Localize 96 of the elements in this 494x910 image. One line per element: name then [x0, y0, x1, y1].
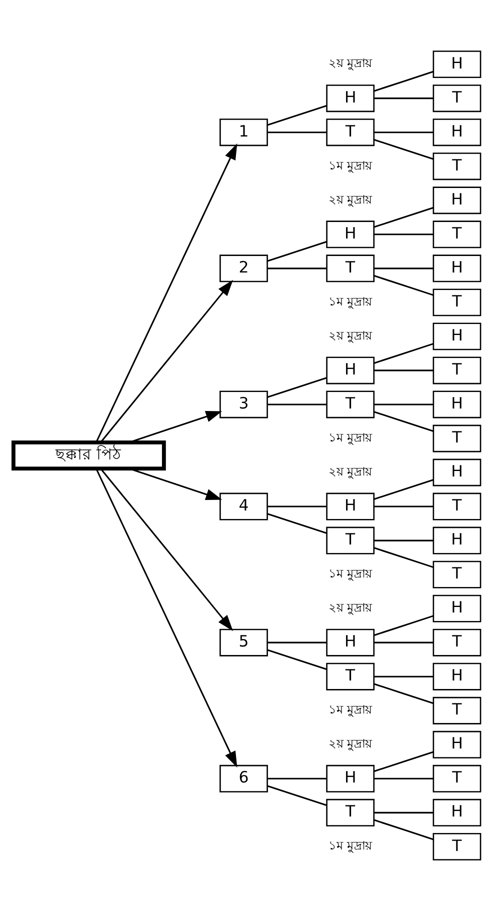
- connector: [374, 131, 434, 133]
- node-box: T: [432, 424, 482, 452]
- connector: [267, 376, 327, 398]
- connector: [374, 410, 434, 432]
- label: ১ম মুদ্রায়: [328, 430, 372, 444]
- label: ১ম মুদ্রায়: [328, 294, 372, 308]
- node-box: H: [432, 322, 482, 350]
- connector: [374, 369, 434, 371]
- node-box: T: [326, 798, 375, 826]
- node-box: T: [326, 390, 375, 418]
- node-box: T: [432, 696, 482, 724]
- connector: [374, 274, 434, 296]
- label: ১ম মুদ্রায়: [328, 702, 372, 716]
- node-box: H: [326, 220, 375, 248]
- node-box: T: [432, 492, 482, 520]
- node-box: H: [432, 526, 482, 554]
- connector: [267, 240, 327, 262]
- node-box: H: [432, 594, 482, 622]
- node-box: T: [326, 662, 375, 690]
- arrow: [100, 468, 234, 631]
- node-box: T: [432, 288, 482, 316]
- node-box: H: [432, 662, 482, 690]
- node-box: H: [432, 730, 482, 758]
- node-box: T: [432, 628, 482, 656]
- node-box: H: [432, 390, 482, 418]
- connector: [374, 478, 434, 500]
- connector: [374, 233, 434, 235]
- node-box: H: [432, 186, 482, 214]
- node-box: 4: [220, 492, 268, 520]
- node-box: T: [432, 152, 482, 180]
- connector: [374, 546, 434, 568]
- connector: [374, 818, 434, 840]
- node-box: 1: [220, 118, 268, 146]
- arrow: [129, 467, 222, 500]
- label: ২য় মুদ্রায়: [328, 192, 372, 206]
- node-box: T: [432, 560, 482, 588]
- connector: [268, 641, 327, 643]
- node-box: H: [326, 84, 375, 112]
- connector: [374, 811, 434, 813]
- label: ২য় মুদ্রায়: [328, 600, 372, 614]
- node-box: T: [432, 220, 482, 248]
- node-box: 5: [220, 628, 268, 656]
- connector: [374, 403, 434, 405]
- node-box: 2: [220, 254, 268, 282]
- node-box: H: [432, 458, 482, 486]
- connector: [374, 138, 434, 160]
- arrow: [96, 468, 238, 768]
- connector: [374, 750, 434, 772]
- connector: [267, 784, 327, 806]
- node-box: T: [432, 84, 482, 112]
- label: ১ম মুদ্রায়: [328, 158, 372, 172]
- label: ২য় মুদ্রায়: [328, 56, 372, 70]
- label: ২য় মুদ্রায়: [328, 464, 372, 478]
- connector: [268, 267, 327, 269]
- label: ২য় মুদ্রায়: [328, 328, 372, 342]
- connector: [267, 104, 327, 126]
- connector: [374, 505, 434, 507]
- connector: [374, 97, 434, 99]
- connector: [374, 267, 434, 269]
- node-box: H: [326, 764, 375, 792]
- label: ১ম মুদ্রায়: [328, 566, 372, 580]
- connector: [374, 777, 434, 779]
- node-box: H: [432, 798, 482, 826]
- connector: [268, 131, 327, 133]
- label: ২য় মুদ্রায়: [328, 736, 372, 750]
- node-box: H: [326, 356, 375, 384]
- node-box: 6: [220, 764, 268, 792]
- connector: [374, 342, 434, 364]
- node-box: T: [432, 356, 482, 384]
- arrow: [96, 142, 238, 442]
- connector: [268, 403, 327, 405]
- connector: [374, 206, 434, 228]
- arrow: [100, 279, 234, 442]
- node-box: T: [326, 118, 375, 146]
- node-box: H: [326, 628, 375, 656]
- node-box: T: [432, 832, 482, 860]
- node-box: H: [432, 254, 482, 282]
- node-box: ছক্কার পিঠ: [12, 440, 166, 470]
- connector: [374, 70, 434, 92]
- connector: [267, 648, 327, 670]
- connector: [268, 505, 327, 507]
- connector: [374, 675, 434, 677]
- connector: [267, 512, 327, 534]
- connector: [374, 682, 434, 704]
- node-box: 3: [220, 390, 268, 418]
- node-box: H: [432, 118, 482, 146]
- node-box: H: [326, 492, 375, 520]
- node-box: T: [326, 254, 375, 282]
- connector: [374, 539, 434, 541]
- node-box: T: [326, 526, 375, 554]
- node-box: H: [432, 50, 482, 78]
- label: ১ম মুদ্রায়: [328, 838, 372, 852]
- node-box: T: [432, 764, 482, 792]
- connector: [268, 777, 327, 779]
- connector: [374, 641, 434, 643]
- connector: [374, 614, 434, 636]
